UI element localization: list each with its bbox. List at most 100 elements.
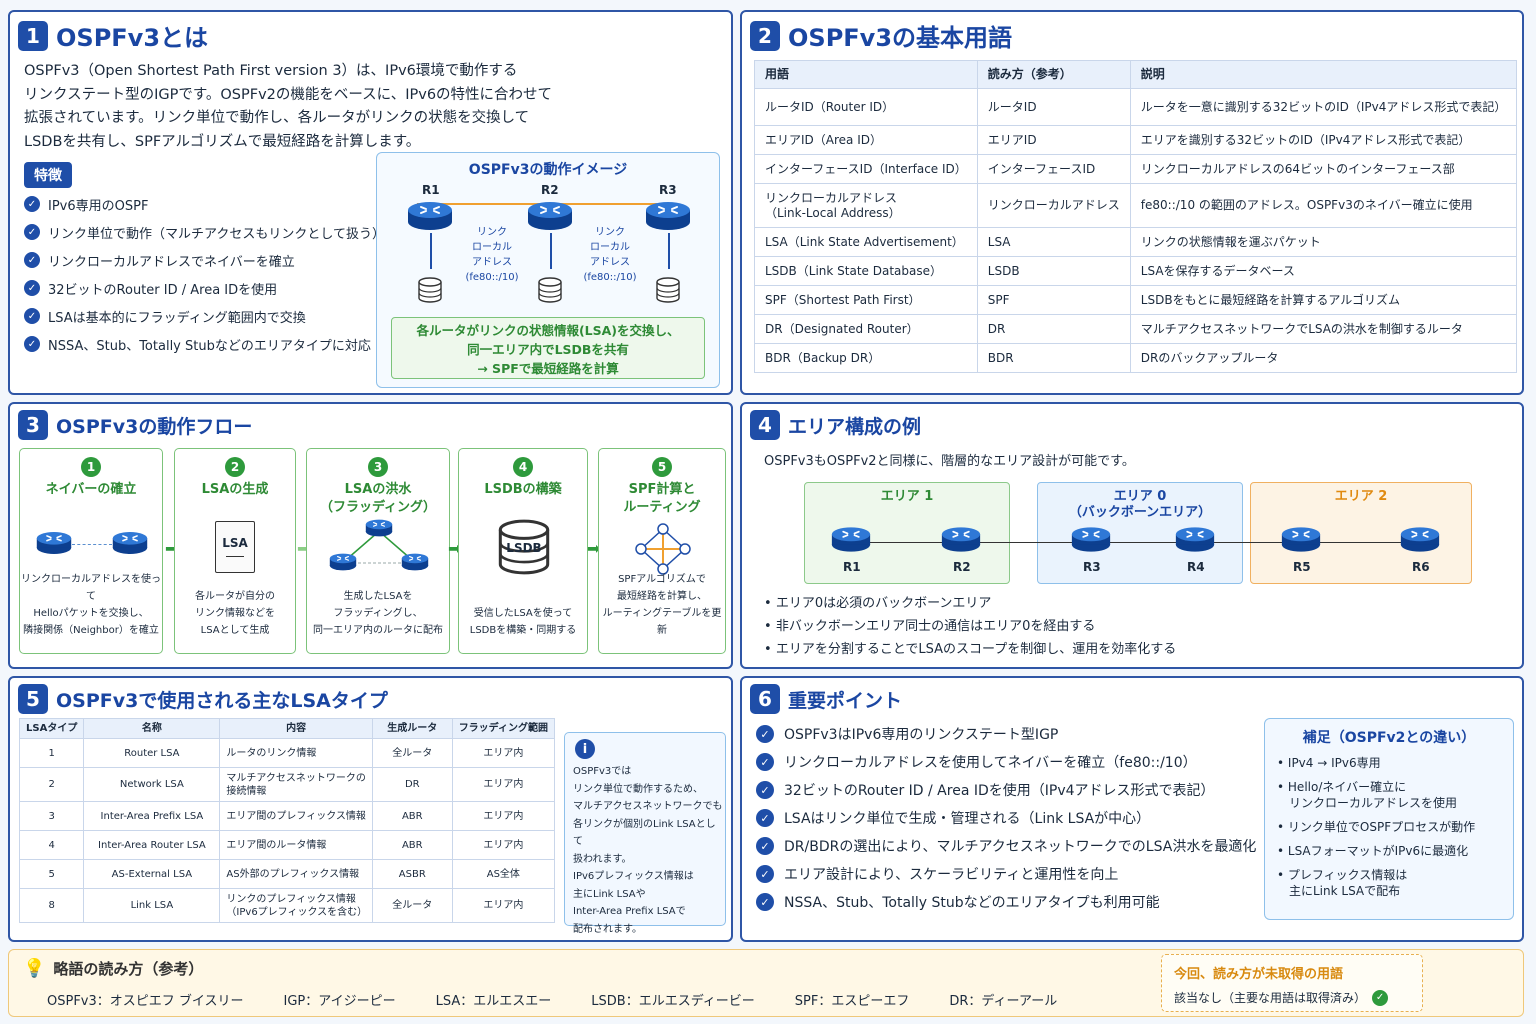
feature-item: ✓32ビットのRouter ID / Area IDを使用 [24, 274, 385, 302]
step-title: LSAの生成 [201, 482, 269, 497]
section-number: 2 [750, 20, 780, 51]
area-intro: OSPFv3もOSPFv2と同様に、階層的なエリア設計が可能です。 [764, 454, 1135, 469]
router-label: R6 [1412, 560, 1430, 574]
section-number: 6 [750, 684, 780, 714]
router-icon [1281, 526, 1321, 553]
key-point: ✓リンクローカルアドレスを使用してネイバーを確立（fe80::/10） [756, 748, 1256, 776]
database-icon [537, 277, 563, 303]
missing-terms-status: 今回、読み方が未取得の用語 該当なし（主要な用語は取得済み） ✓ [1161, 954, 1423, 1012]
section-number: 4 [750, 410, 780, 440]
supplement-list: • IPv4 → IPv6専用 • Hello/ネイバー確立に リンクローカルア… [1277, 755, 1475, 899]
key-point-list: ✓OSPFv3はIPv6専用のリンクステート型IGP ✓リンクローカルアドレスを… [756, 720, 1256, 916]
step-number: 4 [513, 457, 533, 477]
section-title: OSPFv3の動作フロー [56, 415, 253, 438]
abbreviation-item: LSA：エルエスエー [435, 994, 552, 1009]
diagram-summary: 各ルータがリンクの状態情報(LSA)を交換し、同一エリア内でLSDBを共有→ S… [391, 317, 705, 379]
router-icon [1175, 526, 1215, 553]
list-item: • エリア0は必須のバックボーンエリア [764, 596, 992, 611]
step-number: 3 [368, 457, 388, 477]
database-icon [655, 277, 681, 303]
section-key-points: 6 重要ポイント ✓OSPFv3はIPv6専用のリンクステート型IGP ✓リンクロ… [740, 676, 1524, 942]
check-icon: ✓ [756, 809, 774, 827]
key-point: ✓OSPFv3はIPv6専用のリンクステート型IGP [756, 720, 1256, 748]
flooding-diagram [329, 519, 429, 571]
section-number: 3 [18, 410, 48, 440]
list-item: • エリアを分割することでLSAのスコープを制御し、運用を効率化する [764, 642, 1177, 657]
step-description: 各ルータが自分の リンク情報などを LSAとして生成 [195, 591, 275, 636]
supplement-box: 補足（OSPFv2との違い） • IPv4 → IPv6専用 • Hello/ネ… [1264, 718, 1514, 920]
feature-item: ✓LSAは基本的にフラッディング範囲内で交換 [24, 302, 385, 330]
feature-item: ✓NSSA、Stub、Totally Stubなどのエリアタイプに対応 [24, 330, 385, 358]
diagram-title: OSPFv3の動作イメージ [468, 162, 628, 178]
document-icon: LSA [215, 521, 255, 573]
link-local-label: リンク ローカル アドレス (fe80::/10) [465, 227, 519, 283]
check-icon: ✓ [756, 725, 774, 743]
router-label: R4 [1187, 560, 1205, 574]
list-item: • IPv4 → IPv6専用 [1277, 756, 1381, 770]
section-title: OSPFv3とは [56, 24, 209, 52]
check-icon: ✓ [24, 280, 40, 296]
step-description: SPFアルゴリズムで 最短経路を計算し、 ルーティングテーブルを更新 [602, 574, 722, 636]
spf-graph-icon [635, 523, 691, 575]
router-icon [527, 201, 573, 231]
router-icon [831, 526, 871, 553]
key-point: ✓LSAはリンク単位で生成・管理される（Link LSAが中心） [756, 804, 1256, 832]
operation-diagram: OSPFv3の動作イメージ R1 R2 R3 リンク ローカル アドレス (fe… [376, 152, 720, 388]
check-icon: ✓ [756, 781, 774, 799]
flow-step-flooding: 3 LSAの洪水 （フラッディング） 生成したLSAを フラッディングし、 同一… [306, 448, 450, 654]
check-icon: ✓ [24, 252, 40, 268]
list-item: • LSAフォーマットがIPv6に最適化 [1277, 844, 1469, 858]
arrow-line [550, 233, 552, 269]
abbreviation-item: SPF：エスピーエフ [794, 994, 910, 1009]
database-icon [417, 277, 443, 303]
router-label: R3 [659, 183, 677, 197]
check-icon: ✓ [24, 196, 40, 212]
router-icon [1071, 526, 1111, 553]
lightbulb-icon: 💡 [23, 958, 46, 979]
check-icon: ✓ [756, 865, 774, 883]
step-title: ネイバーの確立 [45, 482, 137, 497]
table-header: 用語読み方（参考）説明 [754, 60, 1518, 89]
section-title: 重要ポイント [788, 689, 903, 712]
flow-step-neighbor: 1 ネイバーの確立 リンクローカルアドレスを使って Helloパケットを交換し、… [19, 448, 163, 654]
step-title: SPF計算と ルーティング [623, 482, 701, 515]
key-point: ✓DR/BDRの選出により、マルチアクセスネットワークでのLSA洪水を最適化 [756, 832, 1256, 860]
router-icon [941, 526, 981, 553]
step-number: 5 [652, 457, 672, 477]
list-item: • 非バックボーンエリア同士の通信はエリア0を経由する [764, 619, 1096, 634]
router-label: R5 [1293, 560, 1311, 574]
key-point: ✓32ビットのRouter ID / Area IDを使用（IPv4アドレス形式… [756, 776, 1256, 804]
area-bullets: • エリア0は必須のバックボーンエリア • 非バックボーンエリア同士の通信はエリ… [764, 592, 1176, 661]
section-basic-terms: 2 OSPFv3の基本用語 用語読み方（参考）説明 ルータID（Router ID… [740, 10, 1524, 395]
abbreviation-list: OSPFv3：オスピエフ ブイスリー IGP：アイジーピー LSA：エルエスエー… [47, 990, 1057, 1009]
lsa-note: i OSPFv3では リンク単位で動作するため、 マルチアクセスネットワークでも… [564, 732, 726, 935]
info-icon: i [575, 739, 595, 759]
list-item: • プレフィックス情報は 主にLink LSAで配布 [1277, 868, 1408, 898]
footer-title: 略語の読み方（参考） [53, 960, 204, 978]
section-title: OSPFv3の基本用語 [788, 24, 1013, 52]
router-icon [645, 201, 691, 231]
check-circle-icon: ✓ [1372, 989, 1389, 1006]
abbreviation-item: OSPFv3：オスピエフ ブイスリー [47, 994, 244, 1009]
step-number: 2 [225, 457, 245, 477]
step-description: 生成したLSAを フラッディングし、 同一エリア内のルータに配布 [313, 591, 443, 636]
router-icon [36, 531, 72, 555]
check-icon: ✓ [24, 336, 40, 352]
step-title: LSDBの構築 [484, 482, 562, 497]
